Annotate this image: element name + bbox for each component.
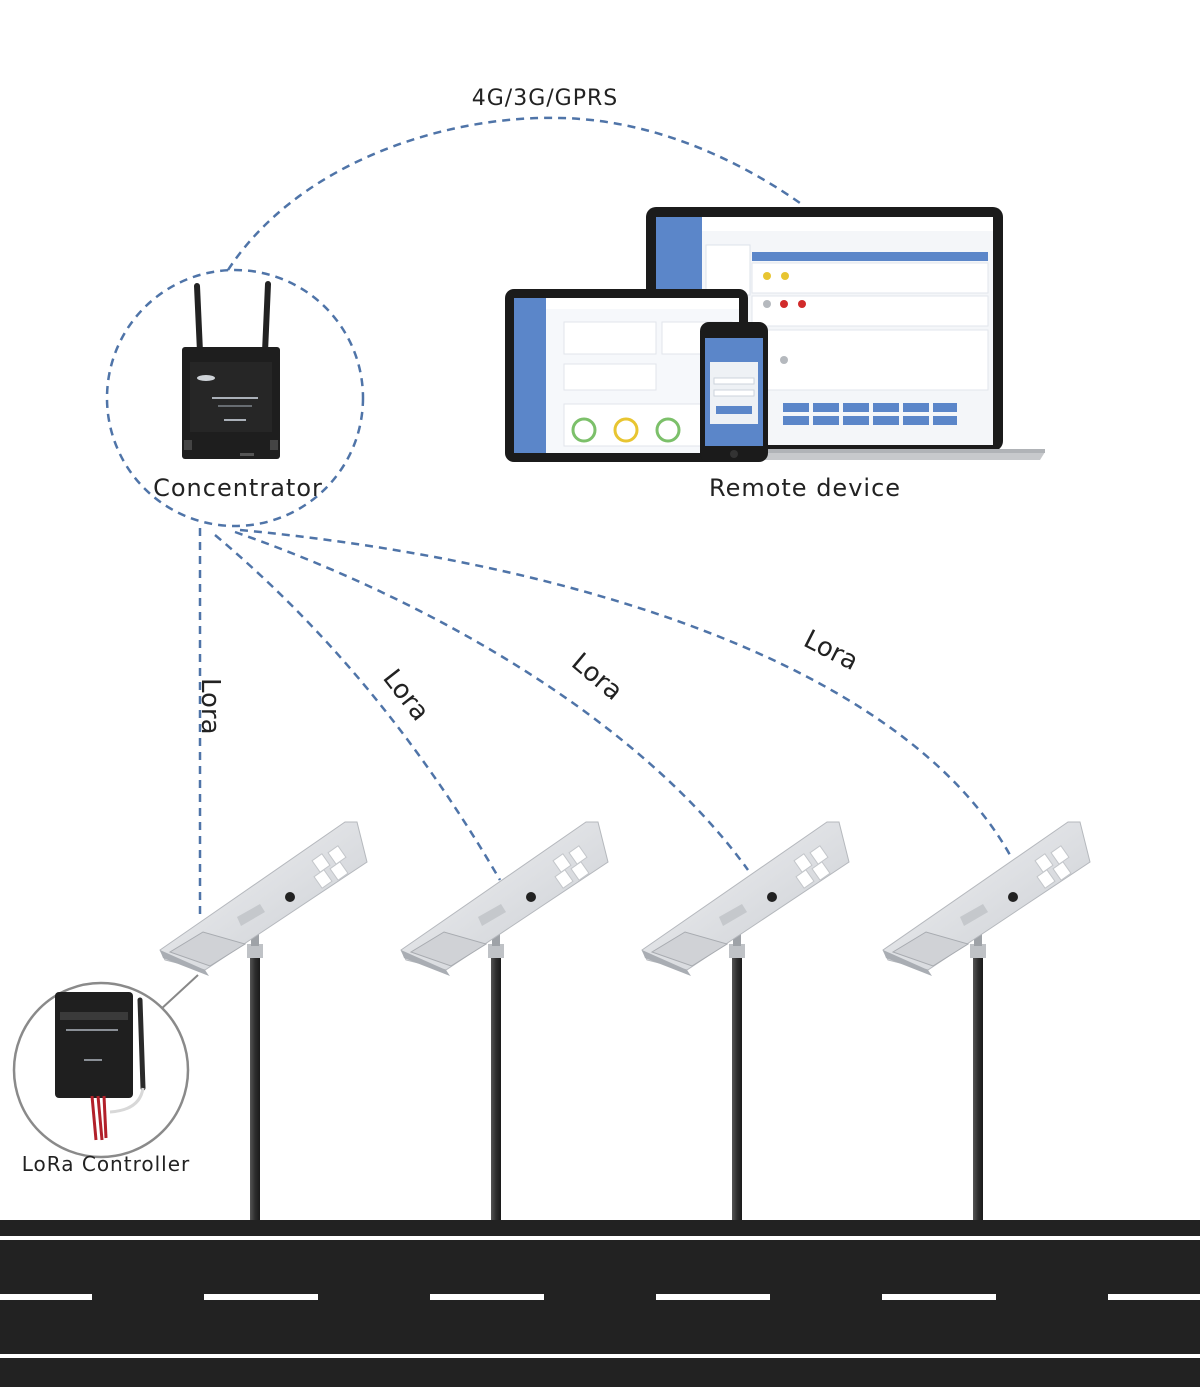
lora-link-3 — [234, 530, 750, 871]
uplink-4g-line — [226, 116, 801, 271]
concentrator-label: Concentrator — [153, 474, 323, 502]
road — [0, 1220, 1200, 1387]
lora-controller-icon — [55, 992, 146, 1141]
lora-link-label-4: Lora — [799, 625, 863, 677]
remote-device-label: Remote device — [709, 474, 901, 502]
solar-streetlight-icon — [400, 821, 609, 1223]
lora-link-2 — [214, 534, 502, 881]
link-lines — [105, 116, 1012, 915]
uplink-label: 4G/3G/GPRS — [472, 86, 618, 111]
lora-link-4 — [239, 528, 1012, 856]
controller-pointer-line — [159, 974, 199, 1011]
router-antenna-icon — [182, 281, 280, 459]
solar-streetlight-icon — [882, 821, 1091, 1223]
lora-link-label-1: Lora — [195, 678, 225, 735]
concentrator-circle — [105, 268, 365, 528]
lora-link-label-3: Lora — [566, 647, 629, 706]
lora-link-label-2: Lora — [376, 664, 434, 727]
solar-streetlight-icon — [159, 821, 368, 1223]
lora-controller-label: LoRa Controller — [22, 1152, 190, 1176]
laptop-tablet-phone-icon — [505, 207, 1045, 462]
solar-streetlight-icon — [641, 821, 850, 1223]
